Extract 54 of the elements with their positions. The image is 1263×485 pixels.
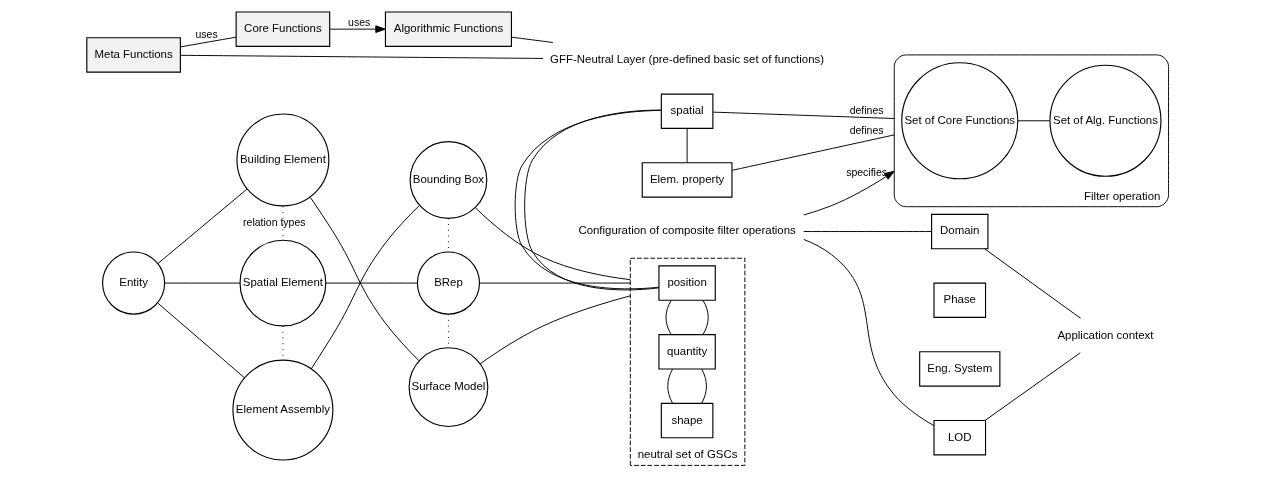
connector	[164, 282, 241, 284]
node-circle: Set of Core Functions	[901, 62, 1019, 180]
node-circle: Building Element	[236, 113, 330, 207]
edge-label: uses	[348, 16, 371, 29]
node-box: Eng. System	[919, 351, 1001, 387]
connector	[180, 54, 544, 59]
node-circle: Element Assembly	[232, 359, 334, 461]
node-box: spatial	[660, 93, 714, 129]
connector	[984, 352, 1081, 421]
node-box: Core Functions	[235, 11, 331, 47]
connector	[803, 231, 932, 232]
node-box: Elem. property	[641, 162, 733, 198]
edge-label: specifies	[846, 165, 887, 178]
connector	[179, 36, 237, 48]
connector	[731, 134, 895, 171]
node-box: position	[658, 265, 716, 301]
connector	[157, 188, 248, 265]
node-circle: BRep	[416, 251, 481, 315]
connector	[479, 295, 631, 365]
node-text: Application context	[1057, 328, 1154, 341]
node-box: Phase	[933, 282, 987, 318]
node-box: LOD	[933, 419, 987, 456]
node-box: shape	[660, 402, 714, 439]
node-circle: Entity	[102, 251, 166, 315]
connector	[803, 238, 935, 427]
node-box: Domain	[931, 213, 989, 250]
node-circle: Surface Model	[408, 347, 489, 428]
node-circle: Set of Alg. Functions	[1049, 64, 1162, 177]
edge-label: relation types	[243, 215, 306, 228]
node-text: Configuration of composite filter operations	[578, 224, 796, 237]
connector	[701, 368, 707, 404]
connector	[157, 302, 245, 379]
arrow	[329, 25, 386, 33]
node-circle: Bounding Box	[409, 141, 488, 219]
arrow	[803, 170, 895, 216]
connector	[712, 111, 895, 119]
connector	[702, 299, 709, 335]
connector	[686, 128, 688, 163]
node-box: Meta Functions	[86, 37, 181, 73]
connector	[325, 282, 418, 284]
connector	[479, 282, 631, 284]
node-text: GFF-Neutral Layer (pre-defined basic set of functions)	[550, 52, 825, 65]
connector	[665, 299, 672, 335]
connector	[474, 207, 631, 281]
edge-label: defines	[849, 123, 884, 136]
edge-label: defines	[849, 103, 884, 116]
connector	[1017, 120, 1051, 122]
connector	[667, 368, 674, 404]
connector	[511, 36, 554, 43]
edge-label: uses	[195, 27, 218, 40]
node-circle: Spatial Element	[239, 239, 327, 327]
node-box: quantity	[658, 334, 716, 370]
node-box: Algorithmic Functions	[384, 11, 513, 47]
connector	[984, 248, 1082, 319]
